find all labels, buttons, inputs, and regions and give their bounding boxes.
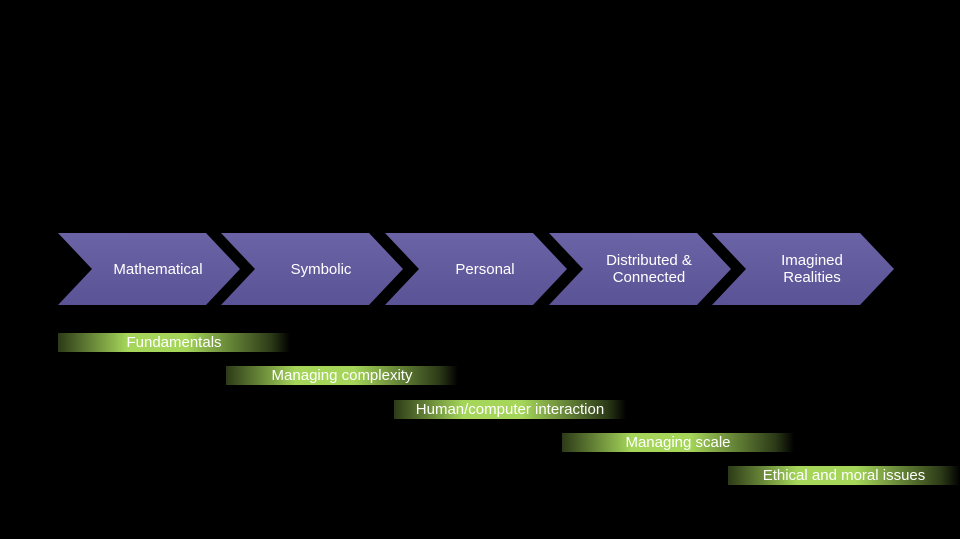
stage-chevron-imagined-realities: Imagined Realities [712, 233, 894, 305]
theme-bar-fundamentals: Fundamentals [58, 333, 290, 352]
theme-label: Ethical and moral issues [762, 467, 926, 484]
stage-chevron-distributed-connected: Distributed & Connected [549, 233, 731, 305]
stage-chevron-personal: Personal [385, 233, 567, 305]
theme-bar-ethical-moral-issues: Ethical and moral issues [728, 466, 960, 485]
theme-label: Fundamentals [126, 334, 222, 351]
theme-bar-human-computer-interaction: Human/computer interaction [394, 400, 626, 419]
theme-bar-managing-scale: Managing scale [562, 433, 794, 452]
theme-label: Managing scale [625, 434, 731, 451]
stage-label: Distributed & Connected [606, 252, 692, 286]
stage-chevron-symbolic: Symbolic [221, 233, 403, 305]
theme-label: Managing complexity [271, 367, 413, 384]
stage-label: Mathematical [113, 260, 203, 278]
theme-label: Human/computer interaction [415, 401, 605, 418]
stage-chevron-mathematical: Mathematical [58, 233, 240, 305]
stage-label: Symbolic [290, 260, 352, 278]
stage-label: Imagined Realities [781, 252, 843, 286]
stage-label: Personal [455, 260, 515, 278]
theme-bar-managing-complexity: Managing complexity [226, 366, 458, 385]
